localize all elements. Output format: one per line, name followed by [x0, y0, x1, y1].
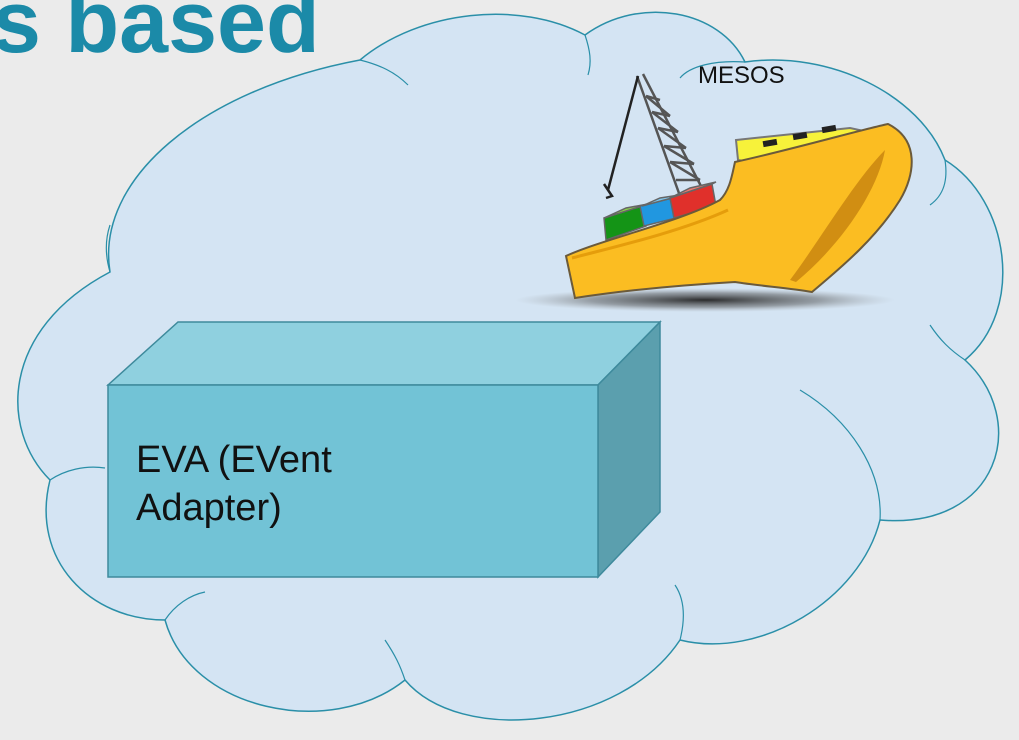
- eva-box-top: [106, 321, 662, 386]
- cargo-containers: [603, 181, 717, 242]
- eva-box-label: EVA (EVent Adapter): [136, 436, 436, 532]
- eva-label-line-2: Adapter): [136, 487, 282, 529]
- ship-hull: [564, 122, 913, 300]
- eva-label-line-1: EVA (EVent: [136, 439, 332, 481]
- crane-hook: [602, 183, 614, 200]
- ship-label: MESOS: [698, 62, 785, 89]
- crane-cable: [606, 75, 640, 191]
- eva-box-front: [107, 384, 599, 578]
- ship-illustration: [515, 73, 913, 312]
- slide-title-fragment: s based: [0, 0, 320, 71]
- ship-bow-stripe: [790, 150, 885, 282]
- eva-box: [106, 320, 662, 579]
- crane: [635, 73, 705, 197]
- ship-shadow: [515, 288, 895, 312]
